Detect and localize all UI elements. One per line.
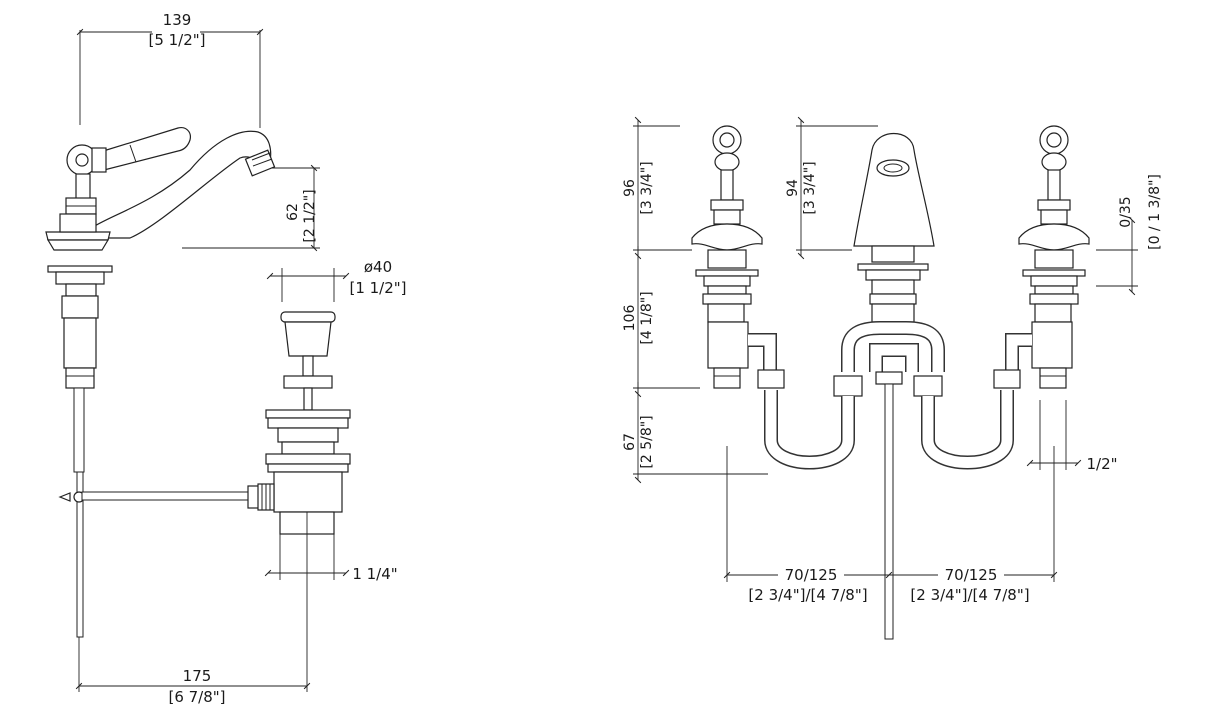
manifold-pipes — [748, 321, 1032, 397]
dim-spout-height-front-metric: 94 — [785, 179, 801, 197]
dim-waste-outlet: 1 1/4" — [264, 534, 398, 583]
dim-shank-length-metric: 106 — [622, 305, 638, 332]
dim-inlet-thread-imperial: 1/2" — [1086, 455, 1117, 473]
dim-spout-height-imperial: [2 1/2"] — [302, 189, 318, 242]
dim-spout-height-metric: 62 — [285, 203, 301, 221]
dim-spout-height-front-imperial: [3 3/4"] — [802, 161, 818, 214]
dim-deck-thickness-imperial: [0 / 1 3/8"] — [1147, 174, 1163, 250]
lift-rod — [884, 383, 894, 640]
dim-hose-drop-imperial: [2 5/8"] — [639, 415, 655, 468]
left-valve — [691, 125, 763, 389]
dim-spout-reach-imperial: [5 1/2"] — [148, 31, 205, 49]
dim-spout-height: 62 [2 1/2"] — [182, 164, 320, 252]
front-view: 96 [3 3/4"] 94 [3 3/4"] 106 [4 1/8"] 67 … — [622, 116, 1163, 640]
dim-shank-length: 106 [4 1/8"] — [622, 246, 700, 398]
dim-spout-height-front: 94 [3 3/4"] — [785, 116, 878, 260]
dim-deck-thickness-metric: 0/35 — [1118, 196, 1134, 227]
side-view: 139 [5 1/2"] — [45, 11, 407, 706]
dim-centers-left-imperial: [2 3/4"]/[4 7/8"] — [748, 586, 867, 604]
dim-handle-height-imperial: [3 3/4"] — [639, 161, 655, 214]
dim-popup-diameter-imperial: [1 1/2"] — [349, 279, 406, 297]
dim-centers-left-metric: 70/125 — [785, 566, 838, 584]
dim-centers: 70/125 [2 3/4"]/[4 7/8"] 70/125 [2 3/4"]… — [723, 446, 1058, 604]
dim-hose-drop: 67 [2 5/8"] — [622, 382, 768, 484]
dim-spout-reach-metric: 139 — [163, 11, 192, 29]
dim-hose-drop-metric: 67 — [622, 433, 638, 451]
dim-spout-reach: 139 [5 1/2"] — [76, 11, 264, 128]
popup-waste: ø40 [1 1/2"] — [81, 258, 407, 535]
center-spout — [853, 133, 935, 323]
dim-centers-right-imperial: [2 3/4"]/[4 7/8"] — [910, 586, 1029, 604]
dim-waste-outlet-imperial: 1 1/4" — [352, 565, 397, 583]
dim-shank-length-imperial: [4 1/8"] — [639, 291, 655, 344]
dim-deck-thickness: 0/35 [0 / 1 3/8"] — [1096, 174, 1163, 296]
dim-centers-right-metric: 70/125 — [945, 566, 998, 584]
faucet-side-body — [45, 127, 276, 638]
dim-rod-to-waste-metric: 175 — [183, 667, 212, 685]
flex-hoses — [764, 390, 1014, 470]
right-valve — [1018, 125, 1090, 389]
dim-inlet-thread: 1/2" — [1026, 400, 1118, 473]
dim-popup-diameter-metric: ø40 — [364, 258, 392, 276]
dim-rod-to-waste: 175 [6 7/8"] — [75, 512, 311, 706]
dim-handle-height-metric: 96 — [622, 179, 638, 197]
dim-handle-height: 96 [3 3/4"] — [622, 116, 692, 260]
dim-rod-to-waste-imperial: [6 7/8"] — [168, 688, 225, 706]
